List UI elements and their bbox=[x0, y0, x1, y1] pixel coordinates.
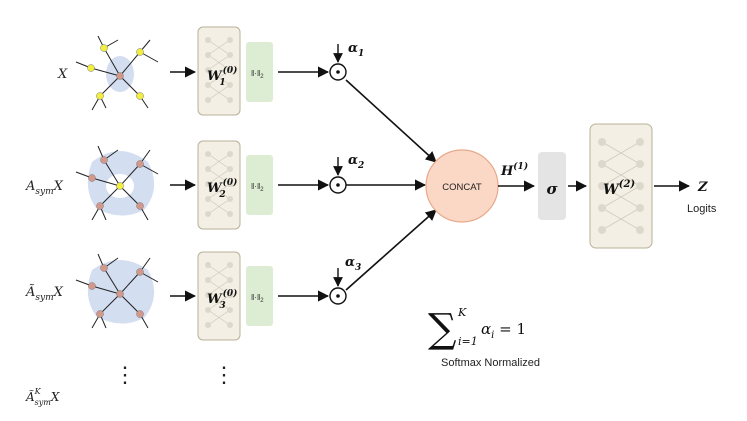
sum-symbol: ∑ bbox=[428, 306, 457, 352]
sigma-box: σ bbox=[538, 152, 566, 220]
norm-label-1: ‖·‖2 bbox=[251, 69, 264, 80]
weight-label-2: W(0)2 bbox=[207, 177, 237, 200]
arrow-mult3-to-concat bbox=[345, 209, 437, 291]
norm-box-3: ‖·‖2 bbox=[246, 266, 273, 326]
input-label-1: X bbox=[57, 67, 68, 82]
arrow-mult1-to-concat bbox=[345, 79, 437, 163]
sum-lower: i=1 bbox=[458, 335, 478, 348]
weight-box-2: W(0)2 bbox=[197, 140, 241, 230]
softmax-caption: Softmax Normalized bbox=[441, 357, 540, 369]
output-label: Logits bbox=[687, 203, 717, 215]
output-weight-label: W(2) bbox=[603, 179, 635, 198]
output-symbol: Z bbox=[697, 180, 708, 195]
sum-expression: αi = 1 bbox=[481, 320, 526, 341]
norm-label-3: ‖·‖2 bbox=[251, 293, 264, 304]
ellipsis-weights: ⋮ bbox=[213, 362, 235, 387]
weight-label-3: W(0)3 bbox=[207, 288, 237, 311]
input-label-3: ÃsymX bbox=[25, 284, 64, 303]
norm-box-2: ‖·‖2 bbox=[246, 155, 273, 215]
ellipsis-graphs: ⋮ bbox=[114, 362, 136, 387]
graph-icon-2 bbox=[75, 145, 159, 221]
graph-icon-1 bbox=[75, 35, 159, 111]
alpha-label-1: α1 bbox=[348, 41, 364, 59]
concat-node: CONCAT bbox=[425, 149, 499, 223]
alpha-label-2: α2 bbox=[348, 153, 364, 171]
output-weight-box: W(2) bbox=[589, 123, 653, 249]
weight-label-1: W(0)1 bbox=[207, 65, 237, 88]
weight-box-1: W(0)1 bbox=[197, 26, 241, 116]
input-label-2: AsymX bbox=[25, 179, 64, 197]
sum-upper: K bbox=[457, 306, 467, 319]
multiply-node-2 bbox=[329, 176, 347, 194]
sigma-label: σ bbox=[546, 180, 558, 198]
softmax-constraint: ∑ K i=1 αi = 1 Softmax Normalized bbox=[428, 306, 540, 369]
hidden-label: H(1) bbox=[500, 161, 528, 179]
norm-label-2: ‖·‖2 bbox=[251, 182, 264, 193]
alpha-label-3: α3 bbox=[345, 255, 361, 273]
weight-box-3: W(0)3 bbox=[197, 251, 241, 341]
norm-box-1: ‖·‖2 bbox=[246, 42, 273, 102]
multiply-node-1 bbox=[329, 63, 347, 81]
multiply-node-3 bbox=[329, 287, 347, 305]
graph-icon-3 bbox=[75, 253, 159, 329]
concat-label: CONCAT bbox=[442, 182, 482, 193]
